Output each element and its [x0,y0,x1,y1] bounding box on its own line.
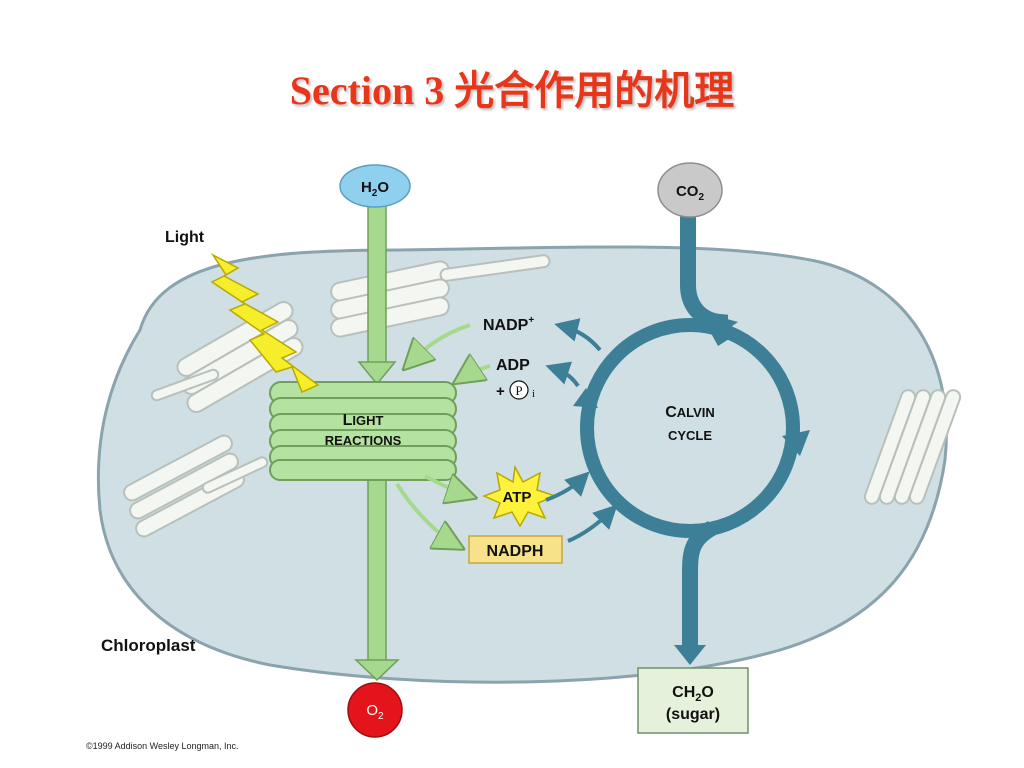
thylakoid-stack-lower-left [123,434,269,538]
calvin-cycle-ring [580,318,800,538]
calvin-cycle-label-line2: CYCLE [668,428,712,443]
adp-label: ADP [496,357,530,374]
atp-to-calvin-arrow [545,471,590,502]
oxygen-flow-shaft [367,479,387,663]
oxygen-circle [347,682,403,738]
calvin-to-adp-arrow [545,361,580,388]
oxygen-flow-arrowhead [354,659,400,682]
nadph-to-calvin-arrow [567,504,618,543]
sugar-formula-label: CH2O [672,684,714,704]
chloroplast-body [96,245,948,684]
calvin-cycle-arrowhead-left [573,388,598,408]
adp-to-light-arrow [459,366,491,380]
nadph-box [468,535,563,564]
sugar-output-arrowhead [674,645,706,665]
water-circle [339,164,411,208]
pi-plus-label: + [496,383,505,400]
calvin-cycle-label-line1: CALVIN [665,404,715,421]
water-label: H2O [361,179,389,199]
sugar-box [637,667,749,734]
calvin-cycle-arrowhead-top [716,316,738,336]
light-reactions-label-line2: REACTIONS [325,433,402,448]
nadp-label: NADP+ [483,315,534,334]
sugar-name-label: (sugar) [666,706,720,723]
nadp-to-light-arrow [408,323,471,365]
light-to-nadph-arrow [395,482,458,546]
thylakoid-stacks [123,254,962,538]
co2-label: CO2 [676,183,705,203]
co2-circle [657,162,723,218]
atp-starburst [482,464,558,528]
water-flow-arrowhead [357,361,397,386]
light-bolt [210,253,320,393]
calvin-cycle-arrowhead-right [782,430,810,456]
light-reactions-label-line1: LIGHT [343,412,384,429]
atp-label: ATP [503,489,532,506]
phosphate-symbol: P [515,383,522,398]
light-reactions-stack [269,381,457,481]
phosphate-subscript: i [532,388,535,400]
light-label: Light [165,229,205,246]
copyright-notice: ©1999 Addison Wesley Longman, Inc. [86,741,239,751]
oxygen-label: O2 [366,702,384,722]
slide-title: Section 3 光合作用的机理 [289,68,735,113]
water-flow-shaft [367,204,387,371]
phosphate-circle [509,380,529,400]
thylakoid-stack-right [863,389,962,505]
nadph-label: NADPH [487,543,544,560]
chloroplast-label: Chloroplast [101,636,196,655]
light-to-atp-arrow [424,476,470,496]
thylakoid-stack-upper [330,254,551,338]
calvin-to-nadp-arrow [554,318,602,352]
